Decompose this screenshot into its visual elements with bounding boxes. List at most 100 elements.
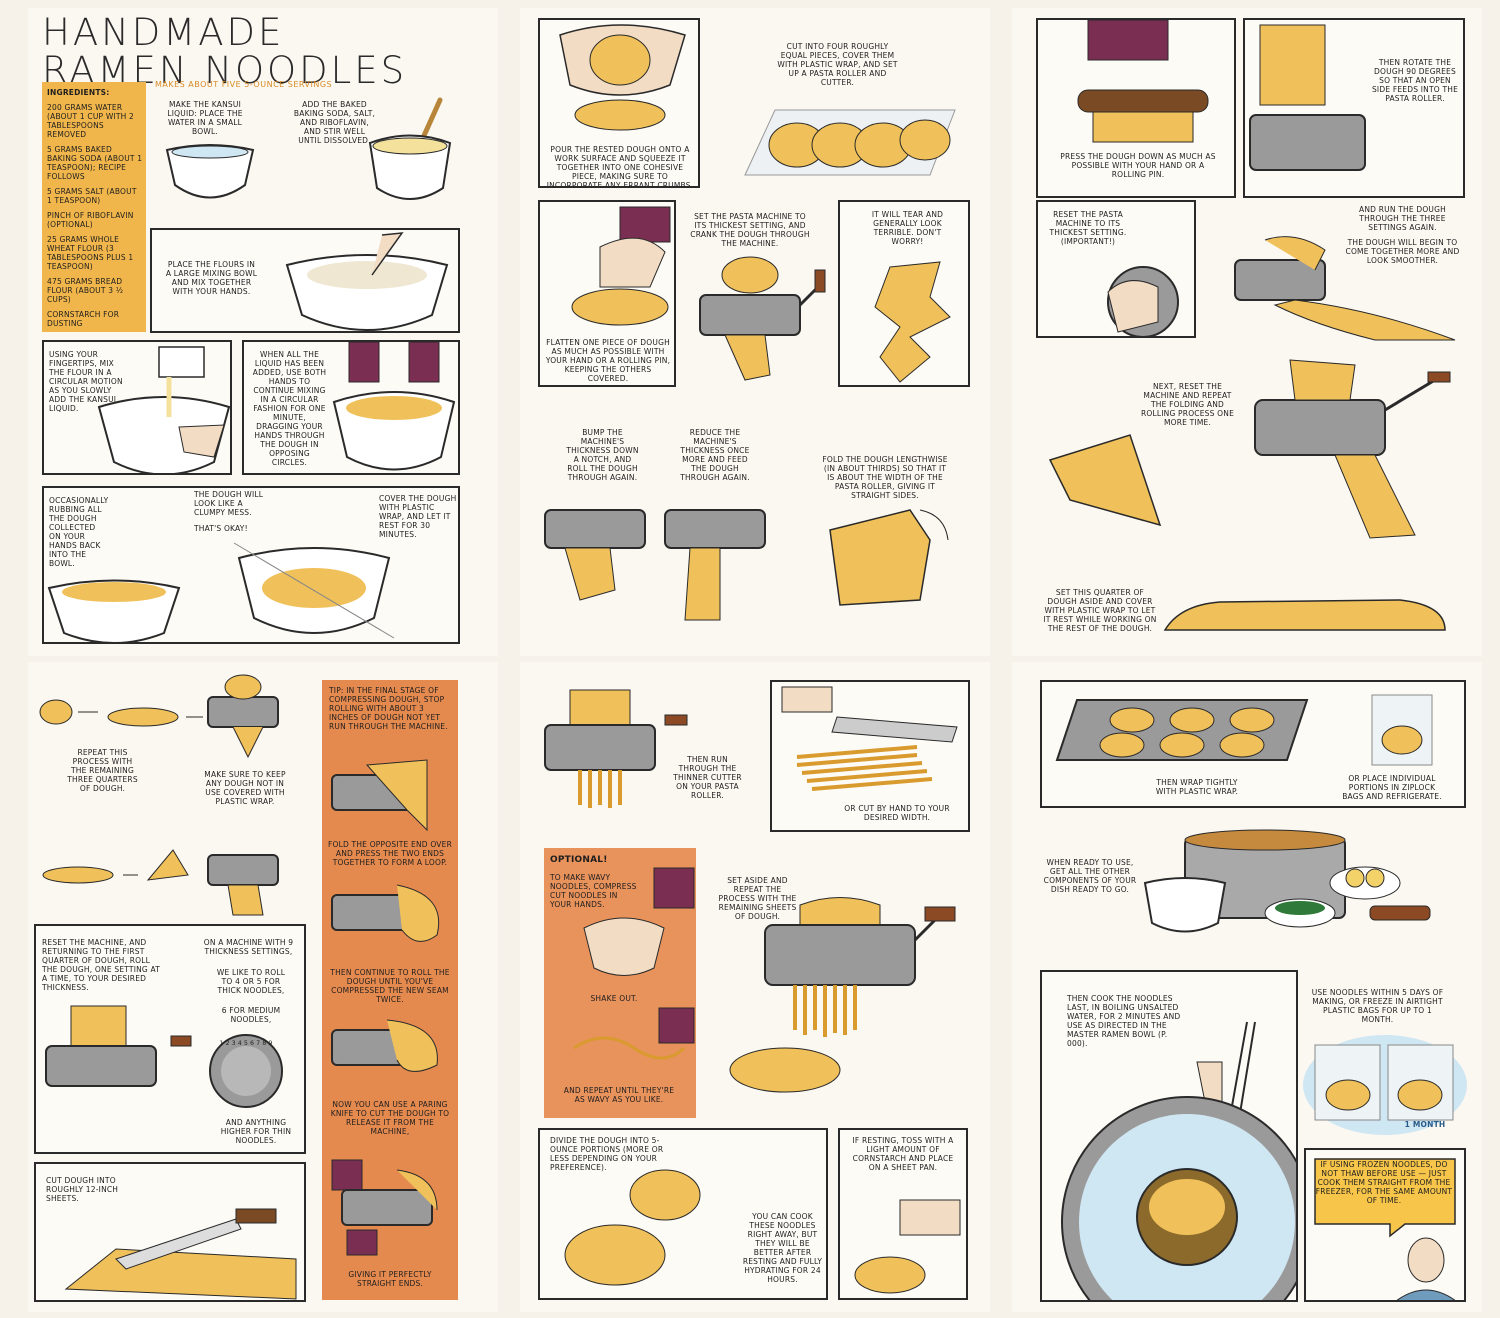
panel-squeeze-dough: POUR THE RESTED DOUGH ONTO A WORK SURFAC… <box>538 18 700 188</box>
step-three-settings-caption: AND RUN THE DOUGH THROUGH THE THREE SETT… <box>1359 205 1446 232</box>
frozen-bags-illustration <box>1303 1035 1467 1135</box>
rested-dough-strip-illustration <box>1163 599 1446 631</box>
panel-cornstarch: IF RESTING, TOSS WITH A LIGHT AMOUNT OF … <box>838 1128 968 1300</box>
tip-knife-illustration <box>331 1159 438 1256</box>
step-thickest-caption: SET THE PASTA MACHINE TO ITS THICKEST SE… <box>690 212 810 248</box>
step-thinner-cutter-caption: THEN RUN THROUGH THE THINNER CUTTER ON Y… <box>673 755 742 800</box>
step-medium-noodles-caption: 6 FOR MEDIUM NOODLES, <box>221 1006 281 1024</box>
step-both-hands-caption: WHEN ALL THE LIQUID HAS BEEN ADDED, USE … <box>252 350 327 467</box>
tip-caption: TIP: IN THE FINAL STAGE OF COMPRESSING D… <box>329 686 448 731</box>
tip-seam-illustration <box>331 1019 438 1072</box>
boiling-pot-illustration <box>1061 1021 1296 1300</box>
panel-both-hands: WHEN ALL THE LIQUID HAS BEEN ADDED, USE … <box>242 340 460 475</box>
step-cook-caption: THEN COOK THE NOODLES LAST, IN BOILING U… <box>1067 994 1181 1048</box>
speech-bubble-illustration <box>1314 1158 1456 1238</box>
step-cover-caption: COVER THE DOUGH WITH PLASTIC WRAP, AND L… <box>379 494 457 539</box>
optional-shake-caption: SHAKE OUT. <box>590 994 638 1003</box>
panel-rotate-dough: THEN ROTATE THE DOUGH 90 DEGREES SO THAT… <box>1243 18 1465 198</box>
panel-clumpy-dough: OCCASIONALLY RUBBING ALL THE DOUGH COLLE… <box>42 486 460 644</box>
ingredients-panel: INGREDIENTS: 200 GRAMS WATER (ABOUT 1 CU… <box>42 82 146 332</box>
ingredient-item: 5 GRAMS BAKED BAKING SODA (ABOUT 1 TEASP… <box>47 145 143 181</box>
tip-fold-caption: FOLD THE OPPOSITE END OVER AND PRESS THE… <box>328 840 452 867</box>
page-title: HANDMADE RAMEN NOODLES <box>42 14 407 90</box>
noodle-machine-illustration <box>729 897 956 1093</box>
step-reduce-caption: REDUCE THE MACHINE'S THICKNESS ONCE MORE… <box>680 428 750 482</box>
ziplock-bag-illustration <box>1371 694 1433 766</box>
four-dough-pieces-illustration <box>744 109 956 176</box>
panel-portions: DIVIDE THE DOUGH INTO 5-OUNCE PORTIONS (… <box>538 1128 828 1300</box>
pasta-machine-sheet-illustration <box>45 1005 192 1087</box>
panel-cut-sheets: CUT DOUGH INTO ROUGHLY 12-INCH SHEETS. <box>34 1162 306 1302</box>
step-freeze-caption: USE NOODLES WITHIN 5 DAYS OF MAKING, OR … <box>1311 988 1444 1024</box>
rotate-dough-illustration <box>1249 24 1366 171</box>
panel-cut-by-hand: OR CUT BY HAND TO YOUR DESIRED WIDTH. <box>770 680 970 832</box>
step-fold-caption: FOLD THE DOUGH LENGTHWISE (IN ABOUT THIR… <box>822 455 948 500</box>
step-reset-caption: RESET THE PASTA MACHINE TO ITS THICKEST … <box>1049 210 1127 246</box>
ingredient-item: 5 GRAMS SALT (ABOUT 1 TEASPOON) <box>47 187 137 205</box>
dough-progression-two-illustration <box>42 849 279 916</box>
ingredient-item: 25 GRAMS WHOLE WHEAT FLOUR (3 TABLESPOON… <box>47 235 134 271</box>
sheet-pan-illustration <box>1055 699 1309 761</box>
cornstarch-noodles-illustration <box>854 1199 961 1294</box>
servings-subtitle: MAKES ABOUT FIVE 5-OUNCE SERVINGS <box>155 80 333 89</box>
step-keep-covered-caption: MAKE SURE TO KEEP ANY DOUGH NOT IN USE C… <box>204 770 286 806</box>
folded-dough-illustration <box>829 509 949 606</box>
noodle-portions-illustration <box>564 1169 701 1286</box>
panel-fingertips: USING YOUR FINGERTIPS, MIX THE FLOUR IN … <box>42 340 232 475</box>
step-hand-cut-caption: OR CUT BY HAND TO YOUR DESIRED WIDTH. <box>844 804 950 822</box>
tip-loop-illustration <box>331 884 440 942</box>
step-tear-caption: IT WILL TEAR AND GENERALLY LOOK TERRIBLE… <box>871 210 944 246</box>
step-smoother-caption: THE DOUGH WILL BEGIN TO COME TOGETHER MO… <box>1345 238 1460 265</box>
shake-noodles-illustration <box>573 1007 695 1060</box>
panel-cook: THEN COOK THE NOODLES LAST, IN BOILING U… <box>1040 970 1298 1302</box>
step-repeat-fold-caption: NEXT, RESET THE MACHINE AND REPEAT THE F… <box>1140 382 1235 427</box>
compress-noodles-illustration <box>583 867 695 976</box>
tip-paring-caption: NOW YOU CAN USE A PARING KNIFE TO CUT TH… <box>330 1100 450 1136</box>
crumbs-bowl-illustration <box>47 579 181 642</box>
flatten-dough-illustration <box>571 206 671 326</box>
step-repeat-process-caption: REPEAT THIS PROCESS WITH THE REMAINING T… <box>67 748 138 793</box>
dial-numbers: 1 2 3 4 5 6 7 8 9 <box>219 1040 273 1047</box>
step-thick-noodles-caption: WE LIKE TO ROLL TO 4 OR 5 FOR THICK NOOD… <box>216 968 286 995</box>
tip-panel: TIP: IN THE FINAL STAGE OF COMPRESSING D… <box>322 680 458 1300</box>
cutter-machine-illustration <box>544 689 688 808</box>
step-ready-caption: WHEN READY TO USE, GET ALL THE OTHER COM… <box>1043 858 1137 894</box>
pasta-machine-two-illustration <box>544 509 766 621</box>
torn-dough-illustration <box>874 261 951 383</box>
panel-mix-flours: PLACE THE FLOURS IN A LARGE MIXING BOWL … <box>150 228 460 333</box>
panel-reset-thickest: RESET THE PASTA MACHINE TO ITS THICKEST … <box>1036 200 1196 338</box>
pasta-machine-illustration <box>699 256 826 381</box>
step-divide-caption: DIVIDE THE DOUGH INTO 5-OUNCE PORTIONS (… <box>550 1136 664 1172</box>
pouring-bowl-illustration <box>97 346 230 473</box>
tip-machine-illustration <box>331 759 428 832</box>
step-thin-noodles-caption: AND ANYTHING HIGHER FOR THIN NOODLES. <box>220 1118 292 1145</box>
step-reset-machine-caption: RESET THE MACHINE, AND RETURNING TO THE … <box>42 938 161 992</box>
rolling-pin-illustration <box>1077 20 1209 143</box>
title-line-1: HANDMADE <box>42 11 285 54</box>
step-ziplock-caption: OR PLACE INDIVIDUAL PORTIONS IN ZIPLOCK … <box>1342 774 1442 801</box>
step-squeeze-caption: POUR THE RESTED DOUGH ONTO A WORK SURFAC… <box>546 145 694 188</box>
ingredient-item: 200 GRAMS WATER (ABOUT 1 CUP WITH 2 TABL… <box>47 103 135 139</box>
both-hands-bowl-illustration <box>332 342 456 471</box>
mixing-bowl-illustration <box>285 232 449 331</box>
ingredient-item: PINCH OF RIBOFLAVIN (OPTIONAL) <box>47 211 134 229</box>
optional-panel: OPTIONAL! TO MAKE WAVY NOODLES, COMPRESS… <box>544 848 696 1118</box>
step-flatten-caption: FLATTEN ONE PIECE OF DOUGH AS MUCH AS PO… <box>545 338 671 383</box>
hand-cut-strips-illustration <box>781 686 958 791</box>
ingredient-item: 475 GRAMS BREAD FLOUR (ABOUT 3 ½ CUPS) <box>47 277 124 304</box>
step-kansui-caption: MAKE THE KANSUI LIQUID: PLACE THE WATER … <box>167 100 243 136</box>
step-fingertips-caption: USING YOUR FINGERTIPS, MIX THE FLOUR IN … <box>49 350 123 413</box>
panel-tear: IT WILL TEAR AND GENERALLY LOOK TERRIBLE… <box>838 200 970 387</box>
step-rotate-caption: THEN ROTATE THE DOUGH 90 DEGREES SO THAT… <box>1371 58 1459 103</box>
step-cut-sheets-caption: CUT DOUGH INTO ROUGHLY 12-INCH SHEETS. <box>46 1176 119 1203</box>
step-okay-caption: THAT'S OKAY! <box>194 524 248 533</box>
step-cook-now-caption: YOU CAN COOK THESE NOODLES RIGHT AWAY, B… <box>742 1212 823 1284</box>
step-wrap-caption: THEN WRAP TIGHTLY WITH PLASTIC WRAP. <box>1155 778 1239 796</box>
squeeze-dough-illustration <box>559 24 686 131</box>
step-nine-settings-caption: ON A MACHINE WITH 9 THICKNESS SETTINGS, <box>203 938 294 956</box>
smooth-sheet-illustration <box>1234 236 1456 341</box>
step-cut-four-caption: CUT INTO FOUR ROUGHLY EQUAL PIECES, COVE… <box>777 42 898 87</box>
stirring-bowl-illustration <box>368 97 452 200</box>
step-frozen-caption: IF USING FROZEN NOODLES, DO NOT THAW BEF… <box>1315 1160 1453 1205</box>
panel-frozen-tip: IF USING FROZEN NOODLES, DO NOT THAW BEF… <box>1304 1148 1466 1302</box>
